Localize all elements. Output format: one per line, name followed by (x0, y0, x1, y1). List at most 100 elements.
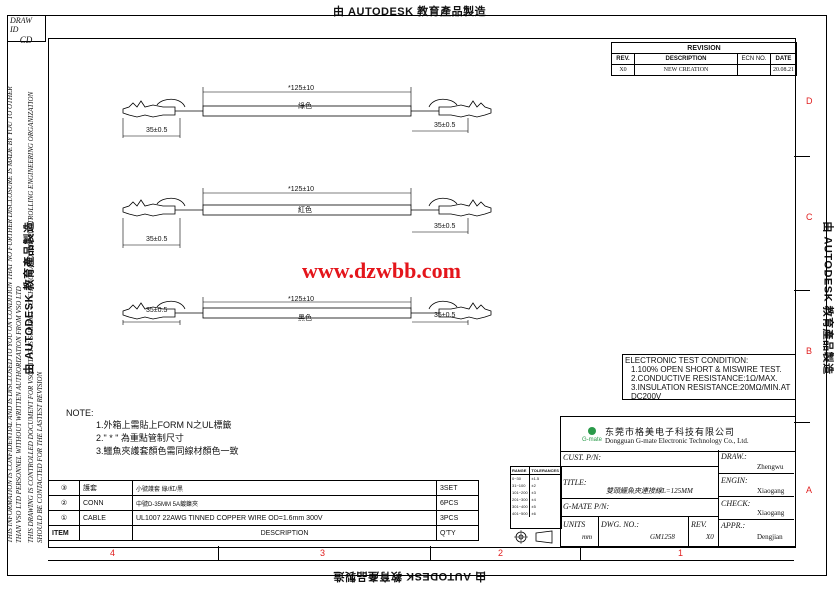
zone-tick (794, 156, 810, 157)
cable-1-length: *125±10 (288, 85, 315, 92)
draw-value: Zhengwu (757, 463, 784, 471)
bom-part: CABLE (79, 510, 133, 526)
cable-1 (122, 87, 492, 138)
zone-row-a: A (806, 485, 813, 495)
test-condition-line-1: 1.100% OPEN SHORT & MISWIRE TEST. (631, 365, 782, 374)
revision-block: REVISION REV. DESCRIPTION ECN NO. DATE X… (611, 42, 797, 76)
tolerance-range: 0~30 (511, 474, 531, 482)
cust-pn-label: CUST. P/N: (563, 453, 602, 462)
draw-id-value: CD (19, 35, 33, 45)
cable-3-color: 黑色 (298, 315, 312, 322)
dwg-no-label: DWG. NO.: (601, 520, 639, 529)
rev-label: REV. (691, 520, 707, 529)
watermark: www.dzwbb.com (302, 258, 461, 283)
zone-row-d: D (806, 96, 813, 106)
zone-tick (794, 422, 810, 423)
test-condition-box: ELECTRONIC TEST CONDITION: 1.100% OPEN S… (622, 354, 796, 401)
zone-col-1: 1 (678, 548, 684, 558)
bom-qty: 3PCS (436, 510, 479, 526)
zone-col-3: 3 (320, 548, 326, 558)
notes-line-3: 3.鱷魚夾護套顏色需同線材顏色一致 (96, 446, 239, 456)
tolerance-range: 201~300 (511, 496, 531, 503)
tolerance-range: 301~400 (511, 503, 531, 510)
draw-label: DRAW.: (721, 452, 747, 461)
bom-header-desc: DESCRIPTION (132, 525, 437, 541)
cable-3 (122, 297, 492, 325)
title-block-divider (718, 450, 719, 546)
gmate-pn-label: G-MATE P/N: (563, 502, 610, 511)
appr-label: APPR.: (721, 521, 746, 530)
notes-title: NOTE: (66, 408, 94, 418)
bom-item: ① (48, 510, 80, 526)
title-block-line (688, 516, 689, 546)
test-condition-title: ELECTRONIC TEST CONDITION: (625, 356, 749, 365)
tolerance-value: ±2 (531, 483, 536, 488)
company-name-cn: 东莞市格美电子科技有限公司 (605, 427, 736, 437)
zone-col-2: 2 (498, 548, 504, 558)
zone-col-4: 4 (110, 548, 116, 558)
bom-row-2: ② CONN 中號D-35MM 5A鍍鎳夾 6PCS (48, 495, 479, 511)
company-name-en: Dongguan G-mate Electronic Technology Co… (605, 437, 749, 445)
title-block-line (560, 516, 718, 517)
bom-part: CONN (79, 495, 133, 511)
zone-row-b: B (806, 346, 813, 356)
test-condition-line-3: 3.INSULATION RESISTANCE:20MΩ/MIN.AT DC20… (631, 383, 791, 401)
outer-frame (7, 15, 827, 576)
title-block-line (718, 473, 794, 474)
cable-2-length: *125±10 (288, 186, 315, 193)
cable-3-clip-right: 35±0.5 (434, 312, 456, 319)
zone-tick (218, 546, 219, 560)
title-block-line (718, 496, 794, 497)
units-label: UNITS (563, 520, 586, 529)
tolerance-range: 401~500 (511, 510, 531, 517)
bom-row-3: ③ 護套 小號護套 綠/紅/黑 3SET (48, 480, 479, 496)
tolerance-range: 101~200 (511, 489, 531, 496)
tolerance-value: ±5 (531, 504, 536, 509)
check-value: Xiaogang (757, 509, 785, 517)
zone-tick (430, 546, 431, 560)
tolerance-range: 31~100 (511, 482, 531, 489)
cable-2 (122, 188, 492, 248)
tolerance-header-tol: TOLERANCES (529, 467, 561, 475)
tolerance-value: ±6 (531, 511, 536, 516)
company-logo-icon (588, 427, 596, 435)
tolerance-value: ±3 (531, 490, 536, 495)
tolerance-table: RANGE TOLERANCES 0~30±1.5 31~100±2 101~2… (510, 466, 562, 529)
projection-symbol-icon (512, 530, 558, 544)
revision-date: 20.08.21 (770, 64, 797, 76)
cable-1-color: 綠色 (298, 103, 312, 110)
dwg-no-value: GM1258 (650, 533, 675, 541)
cable-2-clip-right: 35±0.5 (434, 223, 456, 230)
notes: NOTE: 1.外箱上需貼上FORM N之UL標籤 2." * " 為重點管制尺… (66, 408, 396, 457)
title-block-line (560, 498, 718, 499)
bom-header: ITEM DESCRIPTION Q'TY (48, 525, 479, 541)
revision-desc: NEW CREATION (634, 64, 738, 76)
bom-header-item: ITEM (48, 525, 80, 541)
bom-row-1: ① CABLE UL1007 22AWG TINNED COPPER WIRE … (48, 510, 479, 526)
title-label: TITLE: (563, 478, 587, 487)
tolerance-value: ±1.5 (531, 476, 540, 481)
zone-row-c: C (806, 212, 813, 222)
check-label: CHECK: (721, 499, 751, 508)
bom-header-qty: Q'TY (436, 525, 479, 541)
test-condition-line-2: 2.CONDUCTIVE RESISTANCE:1Ω/MAX. (631, 374, 778, 383)
inner-frame (48, 38, 796, 548)
engin-label: ENGIN: (721, 476, 748, 485)
bom-item: ② (48, 495, 80, 511)
bom-desc: UL1007 22AWG TINNED COPPER WIRE OD=1.6mm… (132, 510, 437, 526)
engin-value: Xiaogang (757, 487, 785, 495)
cable-2-clip-left: 35±0.5 (146, 236, 168, 243)
zone-divider-bottom (48, 546, 794, 561)
bom-qty: 6PCS (436, 495, 479, 511)
appr-value: Dengjian (757, 533, 783, 541)
title-block-line (718, 519, 794, 520)
title-value: 雙頭鱷魚夾連接線L=125MM (606, 487, 693, 495)
rev-value: X0 (706, 533, 714, 541)
cable-3-length: *125±10 (288, 296, 315, 303)
bom-desc: 中號D-35MM 5A鍍鎳夾 (132, 495, 437, 511)
draw-id-label: DRAW ID (10, 16, 32, 34)
draw-id-box: DRAW ID CD (7, 15, 46, 45)
company-logo-text: G-mate (582, 437, 603, 443)
notes-line-2: 2." * " 為重點管制尺寸 (96, 433, 184, 443)
